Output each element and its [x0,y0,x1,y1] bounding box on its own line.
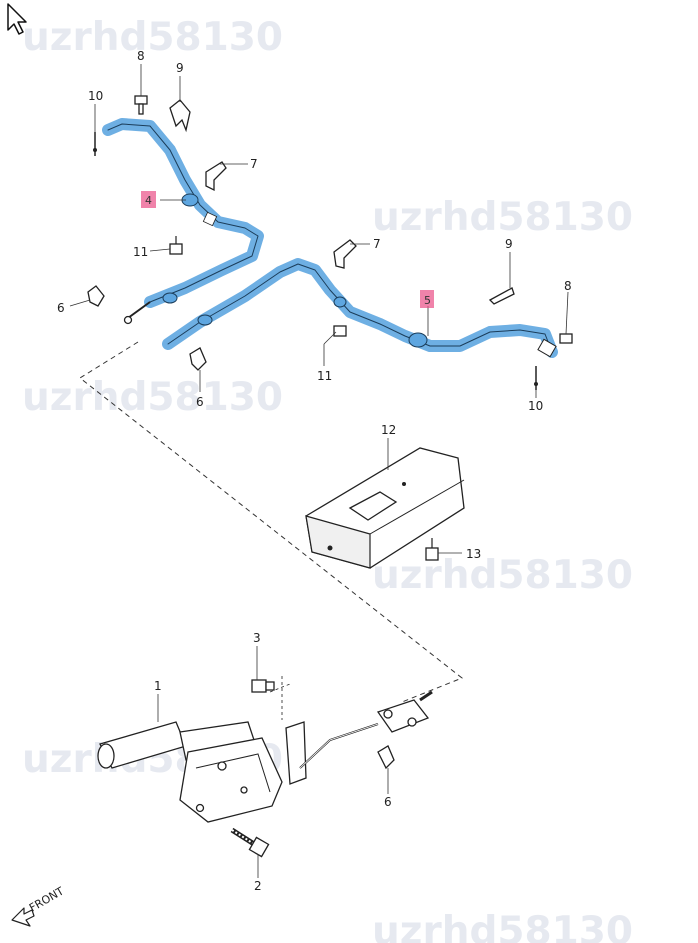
callout-5-highlight [420,290,434,308]
callout-6-left: 6 [57,301,65,315]
front-label: FRONT [27,884,66,914]
callout-9-upper: 9 [176,61,184,75]
front-cable [299,690,433,769]
callout-9-right: 9 [505,237,513,251]
front-arrow-icon [11,907,35,927]
callout-4: 4 [145,194,152,207]
callout-6-lower: 6 [384,795,392,809]
watermark-layer: uzrhd58130 uzrhd58130 uzrhd58130 uzrhd58… [22,15,633,943]
watermark-text: uzrhd58130 [372,909,633,943]
clip-9-right [488,287,515,305]
callout-8-right: 8 [564,279,572,293]
mouse-pointer-icon [7,3,27,35]
front-indicator: FRONT [11,884,66,927]
leader-lines [69,64,569,878]
callout-4-highlight [141,191,156,208]
bolt-3 [251,679,275,693]
bolt-2 [230,827,270,858]
cable-end-left [123,315,133,325]
watermark-text: uzrhd58130 [372,195,633,240]
cable-routing-line [79,341,463,703]
watermark-text: uzrhd58130 [22,15,283,60]
callout-11-left: 11 [133,245,148,259]
cover-12 [305,447,465,569]
bolt-13 [425,538,439,561]
callout-13: 13 [466,547,481,561]
callout-6-middle: 6 [196,395,204,409]
rear-cable-left [102,118,264,319]
callout-11-right: 11 [317,369,332,383]
parking-brake-lever [97,676,307,823]
watermark-text: uzrhd58130 [22,375,283,420]
clip-6-lower [377,745,395,770]
bolt-8-upper [134,95,148,115]
callout-5: 5 [424,294,431,307]
pin-10-lower [534,366,538,390]
callout-2: 2 [254,879,262,893]
clip-6-left [87,285,105,307]
bolt-8-right [559,333,573,344]
watermark-text: uzrhd58130 [372,553,633,598]
pin-10-upper [93,132,97,156]
clip-9-upper [169,99,191,133]
clip-6-middle [189,347,207,371]
callout-10-lower: 10 [528,399,543,413]
bracket-7-upper [205,161,227,192]
callout-7-right: 7 [373,237,381,251]
rear-cable-right [162,258,558,358]
bracket-7-right [333,239,357,269]
callout-7-upper: 7 [250,157,258,171]
callout-labels: 10 8 9 7 4 11 6 6 7 9 5 8 11 10 12 13 3 … [57,49,572,893]
callout-8-upper: 8 [137,49,145,63]
nut-11-left [169,236,183,255]
callout-1: 1 [154,679,162,693]
callout-12: 12 [381,423,396,437]
nut-11-right [333,325,347,337]
callout-10-upper: 10 [88,89,103,103]
callout-3: 3 [253,631,261,645]
